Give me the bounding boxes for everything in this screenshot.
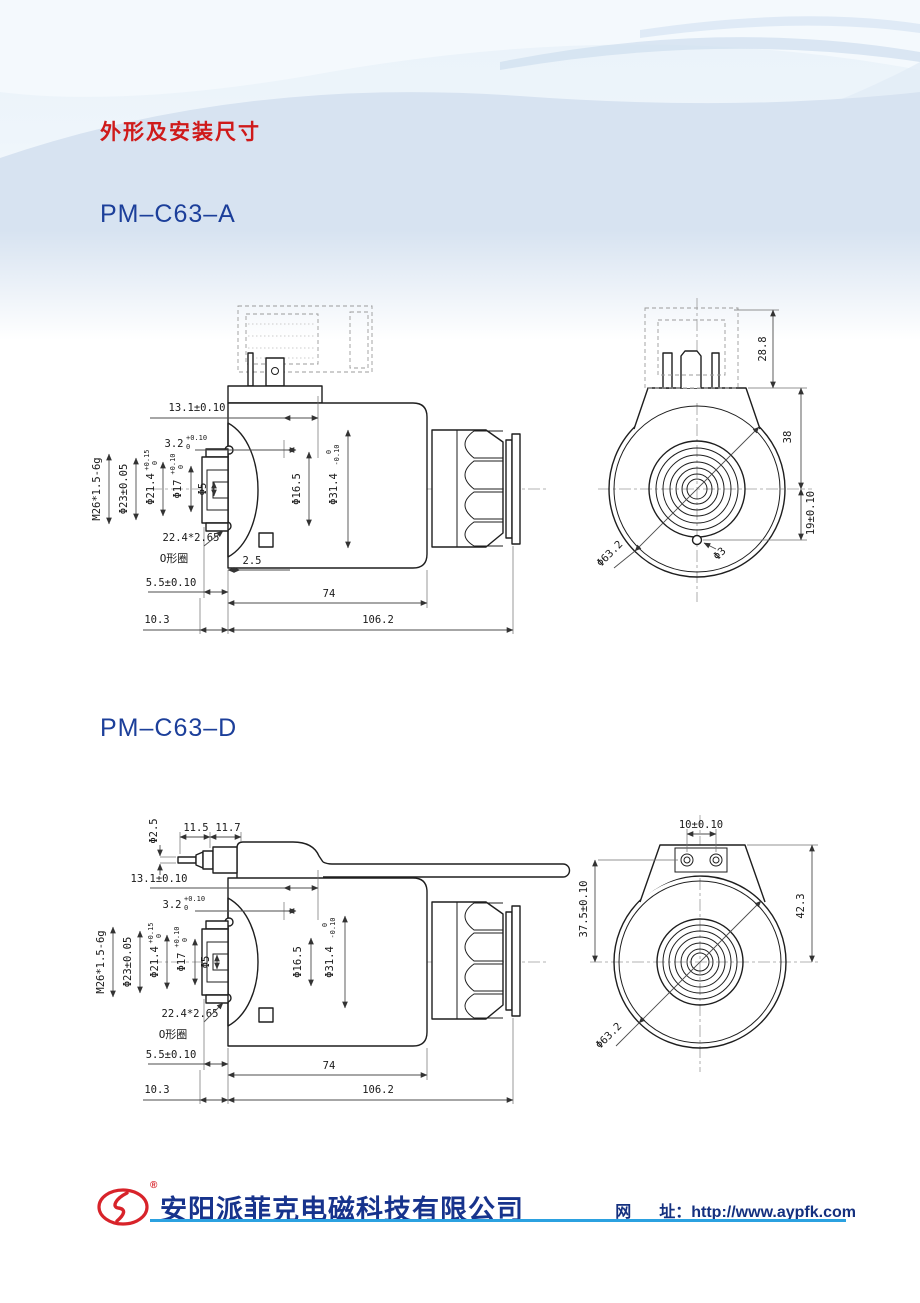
dim-tol-hi: +0.10 [173,926,181,947]
dim-label-oring-name: O形圈 [160,552,189,565]
dim-label-dia214: Φ21.4 [145,473,157,505]
wave-graphic [0,0,920,340]
dim-label-dia2-5: Φ2.5 [148,818,160,843]
part-outline [150,305,548,569]
website-url[interactable]: http://www.aypfk.com [691,1204,856,1221]
dimension-annotations: 28.8 38 19±0.10 Φ63.2 Φ3 [594,309,817,569]
dim-label-oring-size: 22.4*2.65 [162,1008,219,1020]
model-title-pm-c63-a: PM–C63–A [100,200,236,228]
dim-label-dia165: Φ16.5 [292,946,304,978]
dim-tol-lo: -0.10 [329,917,337,938]
dim-label-13-1: 13.1±0.10 [169,402,226,414]
dim-label-10: 10±0.10 [679,819,723,831]
dim-label-3-2: 3.2 [165,438,184,450]
dim-label-thread: M26*1.5-6g [95,930,107,993]
dim-label-19: 19±0.10 [805,491,817,535]
model-title-pm-c63-d: PM–C63–D [100,714,238,742]
dim-tol-lo: -0.10 [333,444,341,465]
dim-label-10-3: 10.3 [144,1084,169,1096]
page-title: 外形及安装尺寸 [100,121,261,144]
dim-label-dia17: Φ17 [172,480,184,499]
dim-tol-lo: 0 [184,904,188,912]
dim-label-oring-size: 22.4*2.65 [163,532,220,544]
part-outline [590,815,818,1072]
dim-label-2-5: 2.5 [243,555,262,567]
dim-label-74: 74 [323,1060,336,1072]
dim-label-dia314: Φ31.4 [324,946,336,978]
pm-c63-d-front-view: 10±0.10 37.5±0.10 42.3 Φ63.2 [578,815,818,1072]
part-outline [598,298,812,602]
dim-label-11-5: 11.5 [183,822,208,834]
dim-label-106-2: 106.2 [362,614,394,626]
website-block: 网 址：http://www.aypfk.com [615,1198,856,1222]
dim-label-10-3: 10.3 [144,614,169,626]
dim-label-dia5: Φ5 [197,483,209,496]
dim-label-dia5: Φ5 [200,956,212,969]
dim-label-dia17: Φ17 [176,953,188,972]
dim-tol-lo: 0 [155,934,163,938]
dim-tol-lo: 0 [177,465,185,469]
pm-c63-d-side-view: Φ2.5 11.5 11.7 13.1±0.10 [95,818,571,1104]
dim-label-3-2: 3.2 [163,899,182,911]
dim-tol-lo: 0 [181,938,189,942]
dim-label-dia63-2: Φ63.2 [593,1020,624,1051]
website-label-1: 网 [615,1204,632,1221]
registered-trademark-mark: ® [150,1180,158,1191]
dim-tol-hi: 0 [321,923,329,927]
dim-label-74: 74 [323,588,336,600]
pm-c63-a-front-view: 28.8 38 19±0.10 Φ63.2 Φ3 [594,298,817,602]
dim-label-dia214: Φ21.4 [149,946,161,978]
footer-divider-line [150,1219,846,1222]
dimension-annotations: Φ2.5 11.5 11.7 13.1±0.10 [95,818,514,1104]
dim-label-37-5: 37.5±0.10 [578,881,590,938]
dimension-annotations: 13.1±0.10 3.2 +0.10 0 M26*1.5-6g Φ23±0.0… [91,396,514,634]
dim-label-42-3: 42.3 [795,893,807,918]
dimension-annotations: 10±0.10 37.5±0.10 42.3 Φ63.2 [578,819,818,1051]
pm-c63-a-side-view: 13.1±0.10 3.2 +0.10 0 M26*1.5-6g Φ23±0.0… [91,305,548,634]
dim-tol-hi: +0.10 [184,895,205,903]
dim-tol-hi: 0 [325,450,333,454]
dim-label-11-7: 11.7 [215,822,240,834]
dim-tol-hi: +0.15 [143,449,151,470]
dim-label-dia314: Φ31.4 [328,473,340,505]
dim-label-38: 38 [782,431,794,444]
dim-label-dia165: Φ16.5 [291,473,303,505]
dim-tol-hi: +0.10 [169,453,177,474]
dim-tol-lo: 0 [151,461,159,465]
dim-label-28-8: 28.8 [757,336,769,361]
dim-label-dia23: Φ23±0.05 [122,937,134,988]
dim-label-106-2: 106.2 [362,1084,394,1096]
dim-label-dia63-2: Φ63.2 [594,538,625,569]
dim-label-5-5: 5.5±0.10 [146,577,197,589]
logo-icon [97,1188,149,1226]
website-label-2: 址： [659,1204,692,1221]
company-logo [96,1182,152,1235]
dim-label-dia23: Φ23±0.05 [118,464,130,515]
dim-label-oring-name: O形圈 [159,1028,188,1041]
dim-tol-hi: +0.10 [186,434,207,442]
dim-label-thread: M26*1.5-6g [91,457,103,520]
dim-tol-hi: +0.15 [147,922,155,943]
page-footer: ® 安阳派菲克电磁科技有限公司 网址：http://www.aypfk.com [0,1178,920,1238]
dim-label-13-1: 13.1±0.10 [131,873,188,885]
dim-label-5-5: 5.5±0.10 [146,1049,197,1061]
dim-tol-lo: 0 [186,443,190,451]
part-outline [150,841,571,1047]
header-wave-decoration [0,0,920,340]
